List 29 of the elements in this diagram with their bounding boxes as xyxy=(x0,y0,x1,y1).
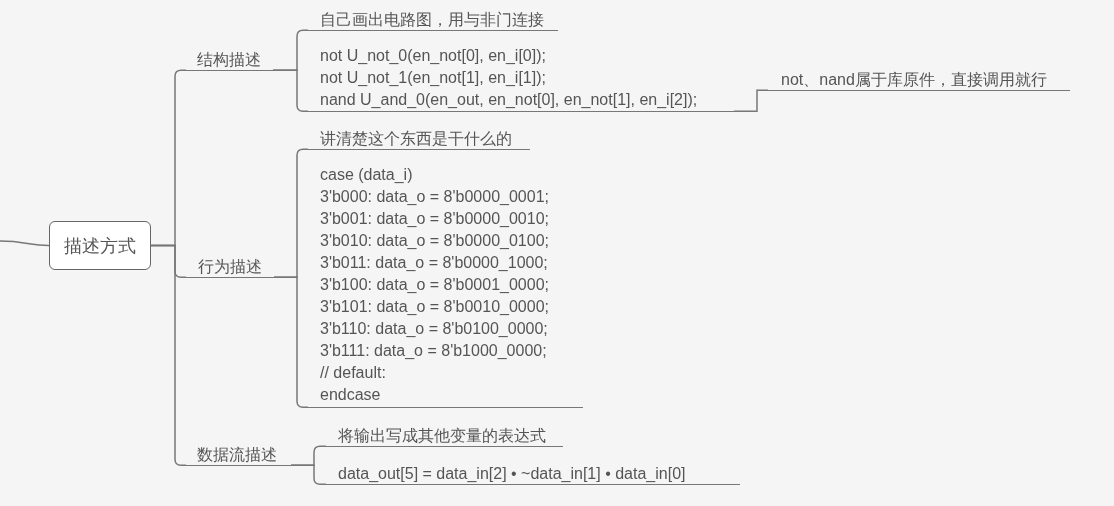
connector-line xyxy=(150,244,187,466)
underlined-topic: 数据流描述 xyxy=(186,445,291,466)
code-line: 3'b011: data_o = 8'b0000_1000; xyxy=(320,253,549,273)
code-line: case (data_i) xyxy=(320,165,414,185)
code-line: 3'b101: data_o = 8'b0010_0000; xyxy=(320,297,550,317)
underlined-topic: 讲清楚这个东西是干什么的 xyxy=(308,129,530,150)
code-line: 3'b100: data_o = 8'b0001_0000; xyxy=(320,275,550,295)
code-line: nand U_and_0(en_out, en_not[0], en_not[1], en_i[2]); xyxy=(320,90,699,110)
underlined-topic: 结构描述 xyxy=(186,50,273,71)
code-line: 3'b110: data_o = 8'b0100_0000; xyxy=(320,319,549,339)
connector-line xyxy=(733,89,769,112)
underlined-topic: not、nand属于库原件，直接调用就行 xyxy=(768,70,1070,91)
connector-line xyxy=(272,69,309,112)
code-line: 3'b001: data_o = 8'b0000_0010; xyxy=(320,209,550,229)
code-line: endcase xyxy=(320,385,382,405)
code-line: // default: xyxy=(320,363,387,383)
code-line: not U_not_1(en_not[1], en_i[1]); xyxy=(320,68,547,88)
connector-line xyxy=(0,240,50,247)
code-line: 3'b000: data_o = 8'b0000_0001; xyxy=(320,187,550,207)
code-line: not U_not_0(en_not[0], en_i[0]); xyxy=(320,46,547,66)
connector-line xyxy=(273,276,309,408)
code-line: 3'b111: data_o = 8'b1000_0000; xyxy=(320,341,548,361)
topic-box: 描述方式 xyxy=(49,221,151,270)
code-line: 3'b010: data_o = 8'b0000_0100; xyxy=(320,231,550,251)
underlined-topic: 行为描述 xyxy=(186,257,274,278)
underlined-topic: 自己画出电路图，用与非门连接 xyxy=(308,10,558,31)
underlined-topic: 将输出写成其他变量的表达式 xyxy=(326,426,563,447)
connector-line xyxy=(290,464,327,485)
underlined-topic: data_out[5] = data_in[2] • ~data_in[1] • data_in[0] xyxy=(326,464,740,485)
